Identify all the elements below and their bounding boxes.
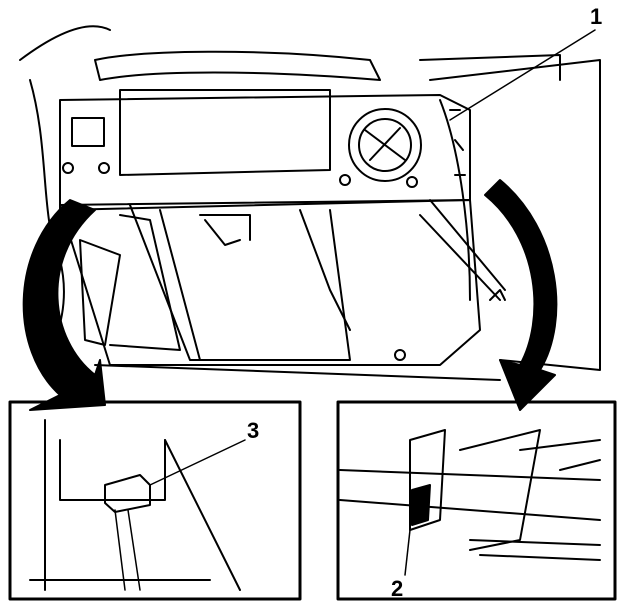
inset-detail-right	[336, 400, 617, 601]
leader-line-3	[149, 439, 246, 486]
callout-3: 3	[247, 418, 260, 443]
leader-line-2	[404, 529, 411, 576]
callout-2: 2	[391, 576, 404, 601]
left-rotation-arrow-icon	[22, 199, 106, 411]
instrument-panel	[19, 25, 601, 381]
leader-line-1	[449, 29, 596, 121]
right-rotation-arrow-icon	[484, 179, 558, 411]
inset-detail-left	[8, 400, 302, 601]
callout-1: 1	[590, 4, 603, 29]
